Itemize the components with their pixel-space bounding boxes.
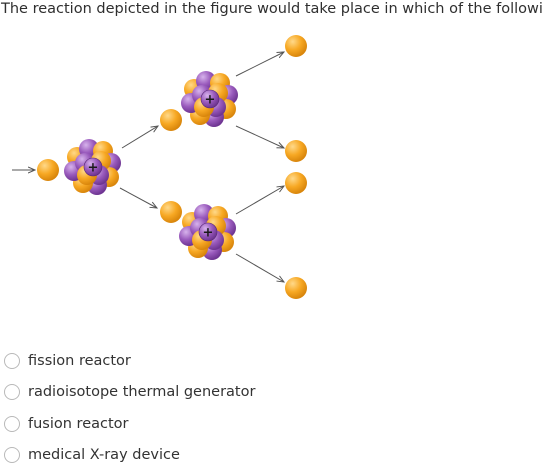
proton (83, 157, 103, 177)
option-label: radioisotope thermal generator (28, 384, 256, 401)
positive-charge-symbol: + (205, 93, 216, 108)
incoming-neutron (37, 159, 59, 181)
option-fission-reactor[interactable]: fission reactor (4, 345, 404, 377)
fission-fragment-nucleus: + (179, 204, 236, 260)
arrow-upper-to-mid-neutron (235, 125, 284, 148)
radio-button[interactable] (4, 415, 20, 432)
arrow-to-neutron-upper (121, 126, 158, 149)
proton (198, 222, 218, 242)
option-fusion-reactor[interactable]: fusion reactor (4, 408, 404, 440)
released-neutron (160, 201, 182, 223)
fission-fragment-nucleus: + (181, 71, 238, 127)
positive-charge-symbol: + (88, 161, 99, 176)
fission-chain-reaction-figure: + + + (12, 35, 307, 299)
radio-button[interactable] (4, 384, 20, 401)
option-label: fusion reactor (28, 415, 129, 432)
arrow-lower-to-bottom-neutron (235, 253, 284, 282)
arrow-lower-to-mid-neutron (235, 186, 284, 215)
option-label: fission reactor (28, 352, 131, 369)
released-neutron (285, 277, 307, 299)
released-neutron (285, 140, 307, 162)
radio-button[interactable] (4, 447, 20, 463)
option-label: medical X-ray device (28, 447, 180, 463)
released-neutron (160, 109, 182, 131)
question-text: The reaction depicted in the figure woul… (1, 1, 542, 17)
arrow-upper-to-top-neutron (235, 52, 284, 77)
proton (200, 89, 220, 109)
arrow-to-neutron-lower (119, 187, 157, 208)
positive-charge-symbol: + (203, 226, 214, 241)
uranium-nucleus: + (64, 139, 121, 195)
radio-button[interactable] (4, 352, 20, 369)
released-neutron (285, 172, 307, 194)
option-radioisotope-thermal-generator[interactable]: radioisotope thermal generator (4, 377, 404, 409)
released-neutron (285, 35, 307, 57)
answer-options: fission reactor radioisotope thermal gen… (4, 345, 404, 463)
option-medical-x-ray-device[interactable]: medical X-ray device (4, 440, 404, 463)
